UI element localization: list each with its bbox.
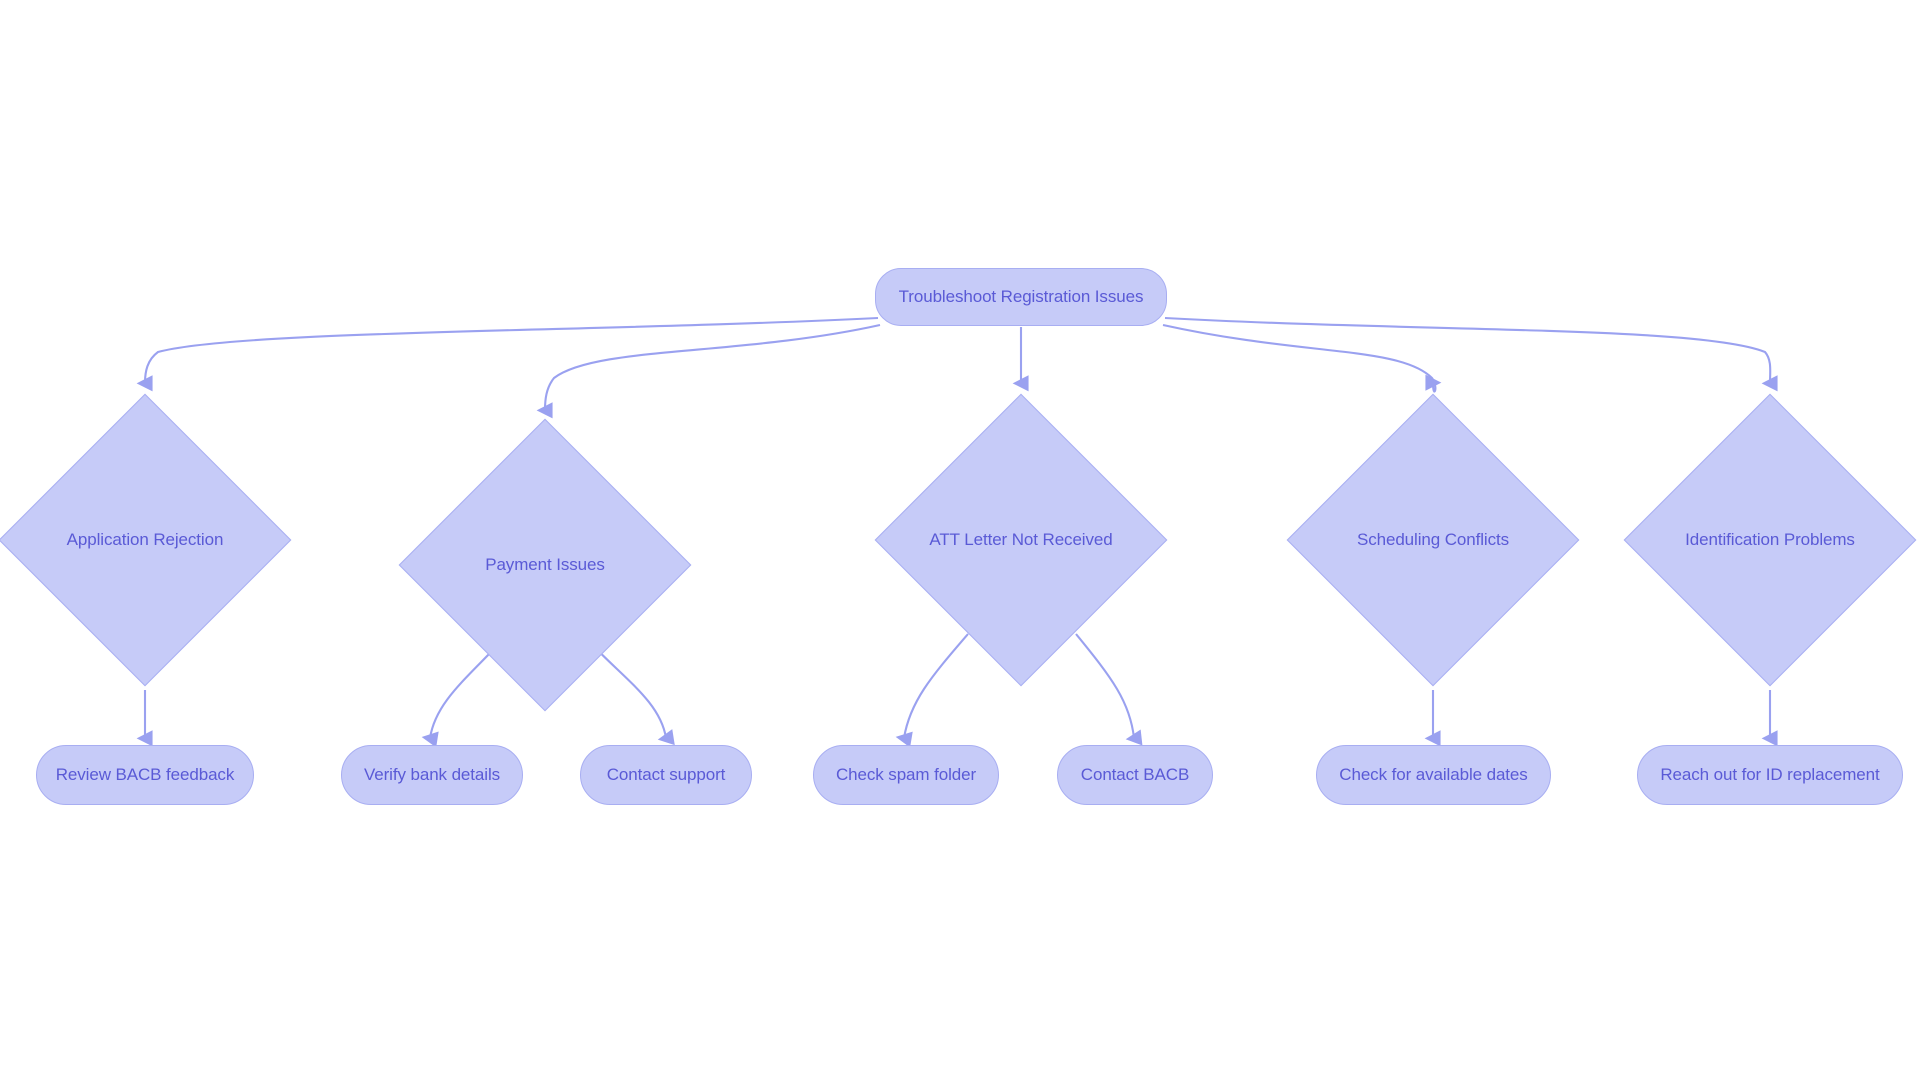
- node-action-check-for-available-dates[interactable]: Check for available dates: [1316, 745, 1551, 805]
- node-label: ATT Letter Not Received: [929, 530, 1113, 550]
- node-label: Payment Issues: [485, 555, 605, 575]
- node-decision-payment-issues[interactable]: Payment Issues: [398, 418, 692, 712]
- node-label: Check spam folder: [835, 765, 977, 785]
- node-decision-scheduling-conflicts[interactable]: Scheduling Conflicts: [1286, 393, 1580, 687]
- node-label: Identification Problems: [1685, 530, 1855, 550]
- edge-root-to-application-rejection: [136, 316, 879, 392]
- node-action-check-spam-folder[interactable]: Check spam folder: [813, 745, 999, 805]
- node-label: Troubleshoot Registration Issues: [898, 287, 1144, 307]
- edge-root-to-payment-issues: [536, 323, 881, 419]
- node-action-contact-support[interactable]: Contact support: [580, 745, 752, 805]
- node-label: Scheduling Conflicts: [1356, 530, 1510, 550]
- edge-root-to-identification-problems: [1164, 316, 1778, 392]
- node-label: Verify bank details: [363, 765, 501, 785]
- node-label: Contact BACB: [1080, 765, 1190, 785]
- node-action-reach-out-for-id-replacement[interactable]: Reach out for ID replacement: [1637, 745, 1903, 805]
- node-label: Check for available dates: [1339, 765, 1528, 785]
- node-root-troubleshoot-registration-issues[interactable]: Troubleshoot Registration Issues: [875, 268, 1167, 326]
- node-decision-application-rejection[interactable]: Application Rejection: [0, 393, 292, 687]
- node-action-verify-bank-details[interactable]: Verify bank details: [341, 745, 523, 805]
- node-label: Reach out for ID replacement: [1660, 765, 1880, 785]
- node-decision-att-letter-not-received[interactable]: ATT Letter Not Received: [874, 393, 1168, 687]
- node-label: Application Rejection: [66, 530, 224, 550]
- node-action-contact-bacb[interactable]: Contact BACB: [1057, 745, 1213, 805]
- node-decision-identification-problems[interactable]: Identification Problems: [1623, 393, 1917, 687]
- node-label: Contact support: [606, 765, 726, 785]
- node-label: Review BACB feedback: [55, 765, 235, 785]
- node-action-review-bacb-feedback[interactable]: Review BACB feedback: [36, 745, 254, 805]
- edge-root-to-scheduling-conflicts: [1162, 323, 1442, 393]
